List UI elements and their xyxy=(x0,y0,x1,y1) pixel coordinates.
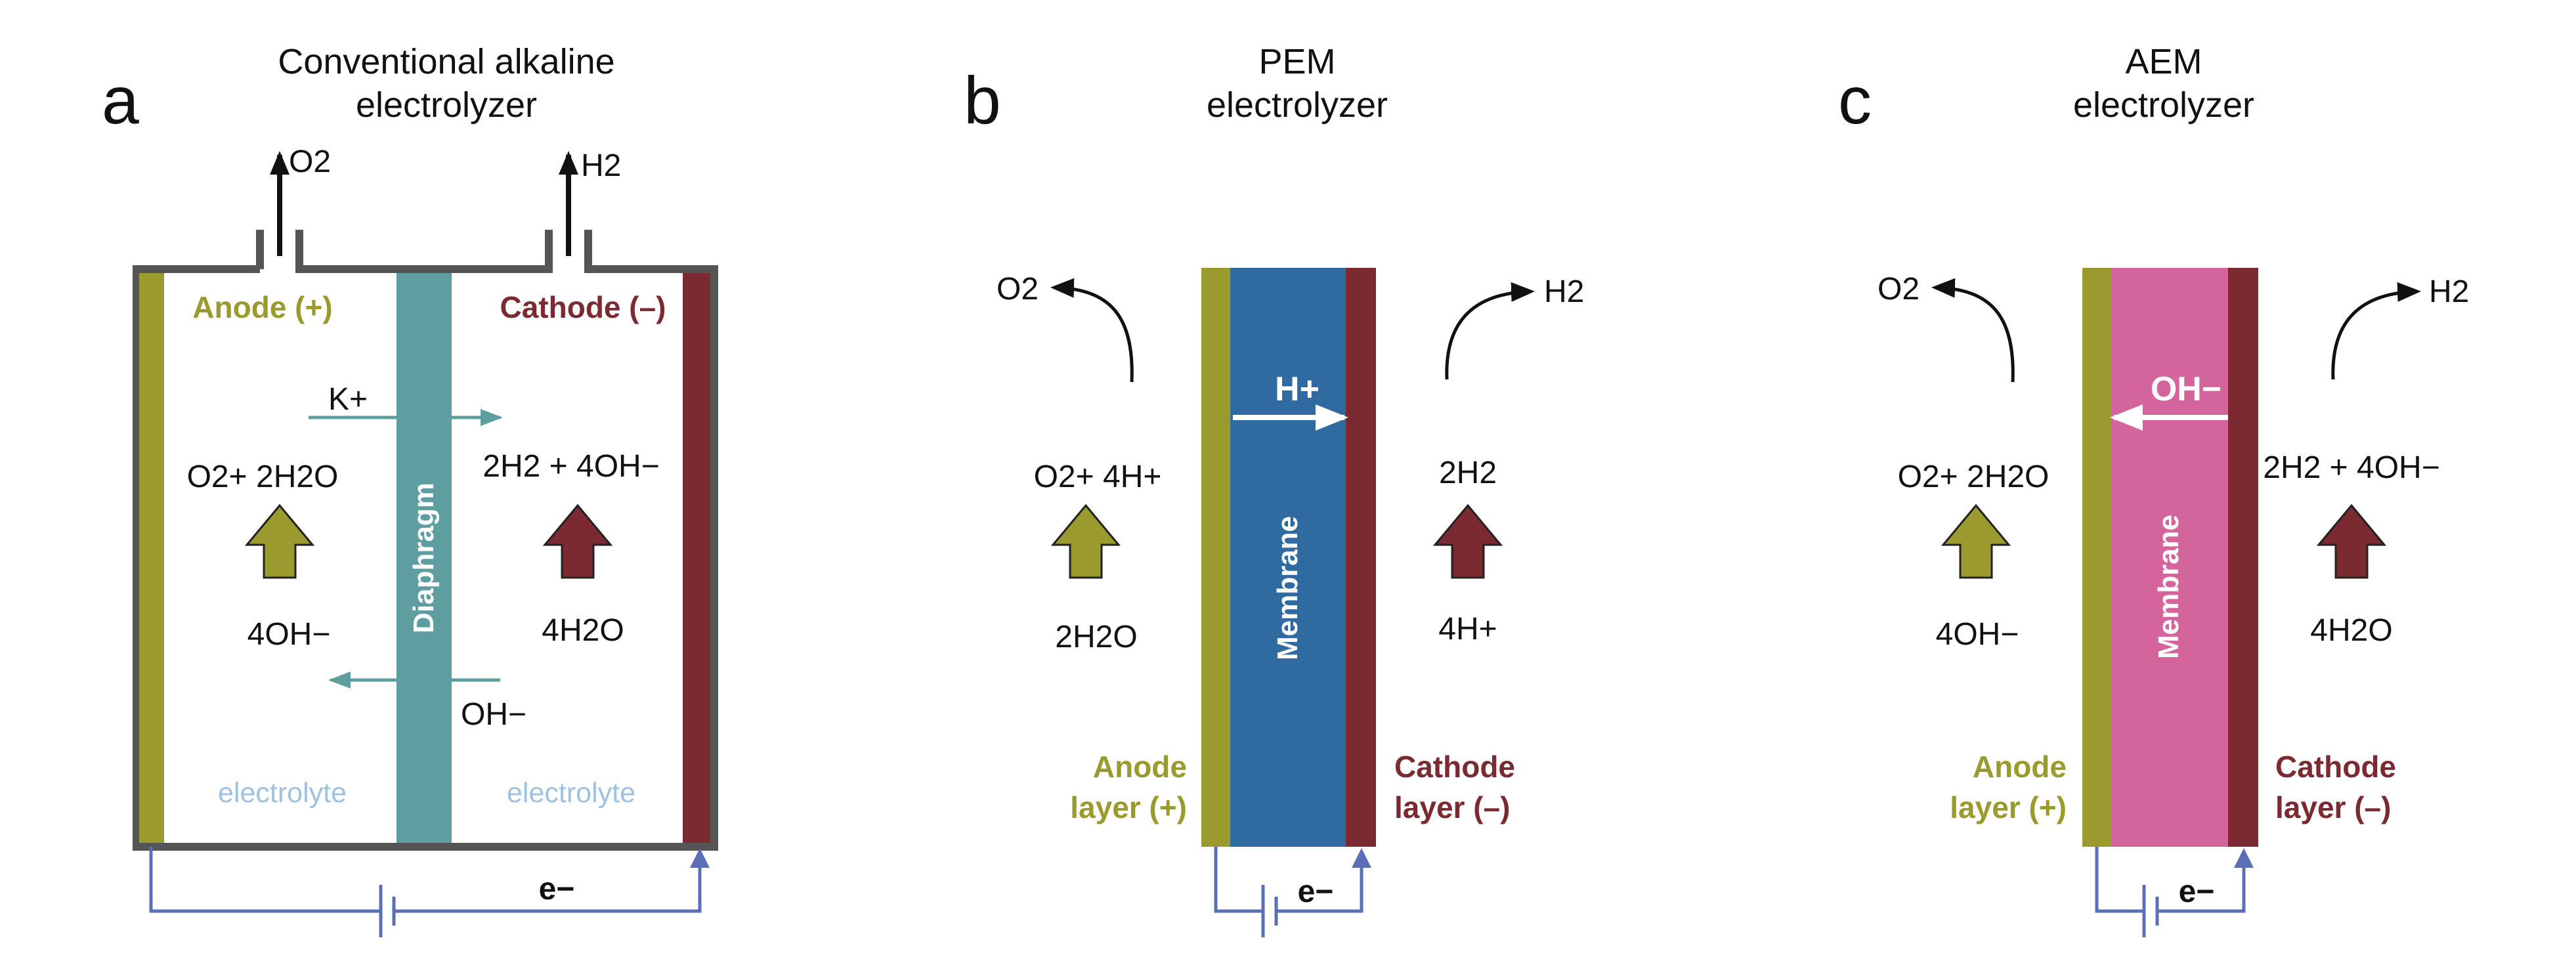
cathode-reactant-b: 4H+ xyxy=(1438,612,1497,647)
h2-label-c: H2 xyxy=(2429,274,2469,309)
anode-reactant-c: 4OH− xyxy=(1936,617,2019,652)
panel-c-title-line1: AEM xyxy=(2125,42,2202,81)
electrolyte-label-right: electrolyte xyxy=(507,777,635,809)
membrane-label-b: Membrane xyxy=(1272,516,1304,660)
o2-label-b: O2 xyxy=(997,272,1039,307)
panel-b-title-line1: PEM xyxy=(1258,42,1335,81)
panel-b: b PEM electrolyzer Membrane H+ O2 H2 O2+… xyxy=(964,42,1584,937)
cathode-products-c: 2H2 + 4OH− xyxy=(2263,450,2439,485)
h2-evolution-arrow xyxy=(1445,282,1535,380)
aem-membrane xyxy=(2111,268,2228,847)
cathode-products: 2H2 + 4OH− xyxy=(483,449,659,484)
cathode-reaction-arrow-c xyxy=(2316,503,2387,579)
anode-layer-label-line1-b: Anode xyxy=(1093,750,1187,784)
cathode-reaction-arrow xyxy=(542,503,613,579)
anode-layer-c xyxy=(2082,268,2111,847)
panel-c: c AEM electrolyzer Membrane OH− O2 H2 O2… xyxy=(1838,42,2469,937)
cathode-layer-label-line1-c: Cathode xyxy=(2275,750,2396,784)
electron-label-c: e− xyxy=(2179,874,2215,909)
panel-c-title-line2: electrolyzer xyxy=(2073,85,2254,125)
diaphragm xyxy=(397,273,452,843)
h2-label-b: H2 xyxy=(1544,274,1584,309)
cathode-reactant-c: 4H2O xyxy=(2310,613,2392,648)
cathode-electrode xyxy=(683,273,710,843)
anode-electrode xyxy=(139,273,164,843)
cathode-reaction-arrow-b xyxy=(1432,503,1503,579)
o2-evolution-arrow xyxy=(1050,278,1134,383)
anode-reaction-arrow-c xyxy=(1941,503,2011,579)
panel-a-o2-label: O2 xyxy=(289,144,331,179)
panel-letter-c: c xyxy=(1838,63,1872,138)
cathode-products-b: 2H2 xyxy=(1439,456,1497,490)
external-circuit-wire xyxy=(149,847,700,913)
oh-ion-label: OH− xyxy=(461,697,526,732)
anode-reaction-arrow xyxy=(244,503,315,579)
panel-a-title-line2: electrolyzer xyxy=(356,85,537,125)
membrane-label-c: Membrane xyxy=(2153,515,2185,659)
cathode-layer-label-line2-c: layer (–) xyxy=(2275,790,2391,824)
cathode-layer-label-line1-b: Cathode xyxy=(1394,750,1515,784)
external-circuit-wire-b xyxy=(1214,847,1362,913)
panel-a: a Conventional alkaline electrolyzer O2 … xyxy=(102,42,714,937)
panel-letter-b: b xyxy=(964,63,1001,138)
anode-products-c: O2+ 2H2O xyxy=(1898,459,2050,494)
anode-layer-label-line1-c: Anode xyxy=(1973,750,2067,784)
anode-layer-label-line2-c: layer (+) xyxy=(1950,790,2067,824)
electron-label-b: e− xyxy=(1298,874,1334,909)
k-ion-label: K+ xyxy=(328,382,368,417)
anode-products-b: O2+ 4H+ xyxy=(1034,459,1162,494)
anode-label: Anode (+) xyxy=(192,290,332,324)
h2-text: H2 xyxy=(581,148,621,183)
cathode-label: Cathode (–) xyxy=(500,290,666,324)
electron-label-a: e− xyxy=(539,872,575,907)
panel-b-title-line2: electrolyzer xyxy=(1207,85,1388,125)
anode-reactant: 4OH− xyxy=(247,617,331,652)
o2-text: O2 xyxy=(289,144,331,179)
cathode-layer-c xyxy=(2228,268,2258,847)
cathode-reactant: 4H2O xyxy=(542,613,624,648)
anode-reaction-arrow-b xyxy=(1050,503,1121,579)
electrolyte-label-left: electrolyte xyxy=(218,777,347,809)
anode-layer-label-line2-b: layer (+) xyxy=(1070,790,1187,824)
anode-reactant-b: 2H2O xyxy=(1055,620,1137,654)
anode-layer xyxy=(1201,268,1230,847)
cathode-layer xyxy=(1346,268,1376,847)
anode-products: O2+ 2H2O xyxy=(187,459,339,494)
external-circuit-wire-c xyxy=(2095,847,2244,913)
pem-membrane xyxy=(1230,268,1346,847)
panel-a-title-line1: Conventional alkaline xyxy=(278,42,614,81)
h2-evolution-arrow-c xyxy=(2331,282,2421,380)
o2-evolution-arrow-c xyxy=(1931,278,2015,383)
oh-ion-label-c: OH− xyxy=(2151,370,2222,408)
h-ion-label: H+ xyxy=(1275,370,1320,408)
o2-label-c: O2 xyxy=(1878,272,1920,307)
diaphragm-label: Diaphragm xyxy=(408,482,440,633)
cathode-layer-label-line2-b: layer (–) xyxy=(1394,790,1510,824)
panel-letter-a: a xyxy=(102,63,139,138)
panel-a-h2-label: H2 xyxy=(581,148,621,183)
